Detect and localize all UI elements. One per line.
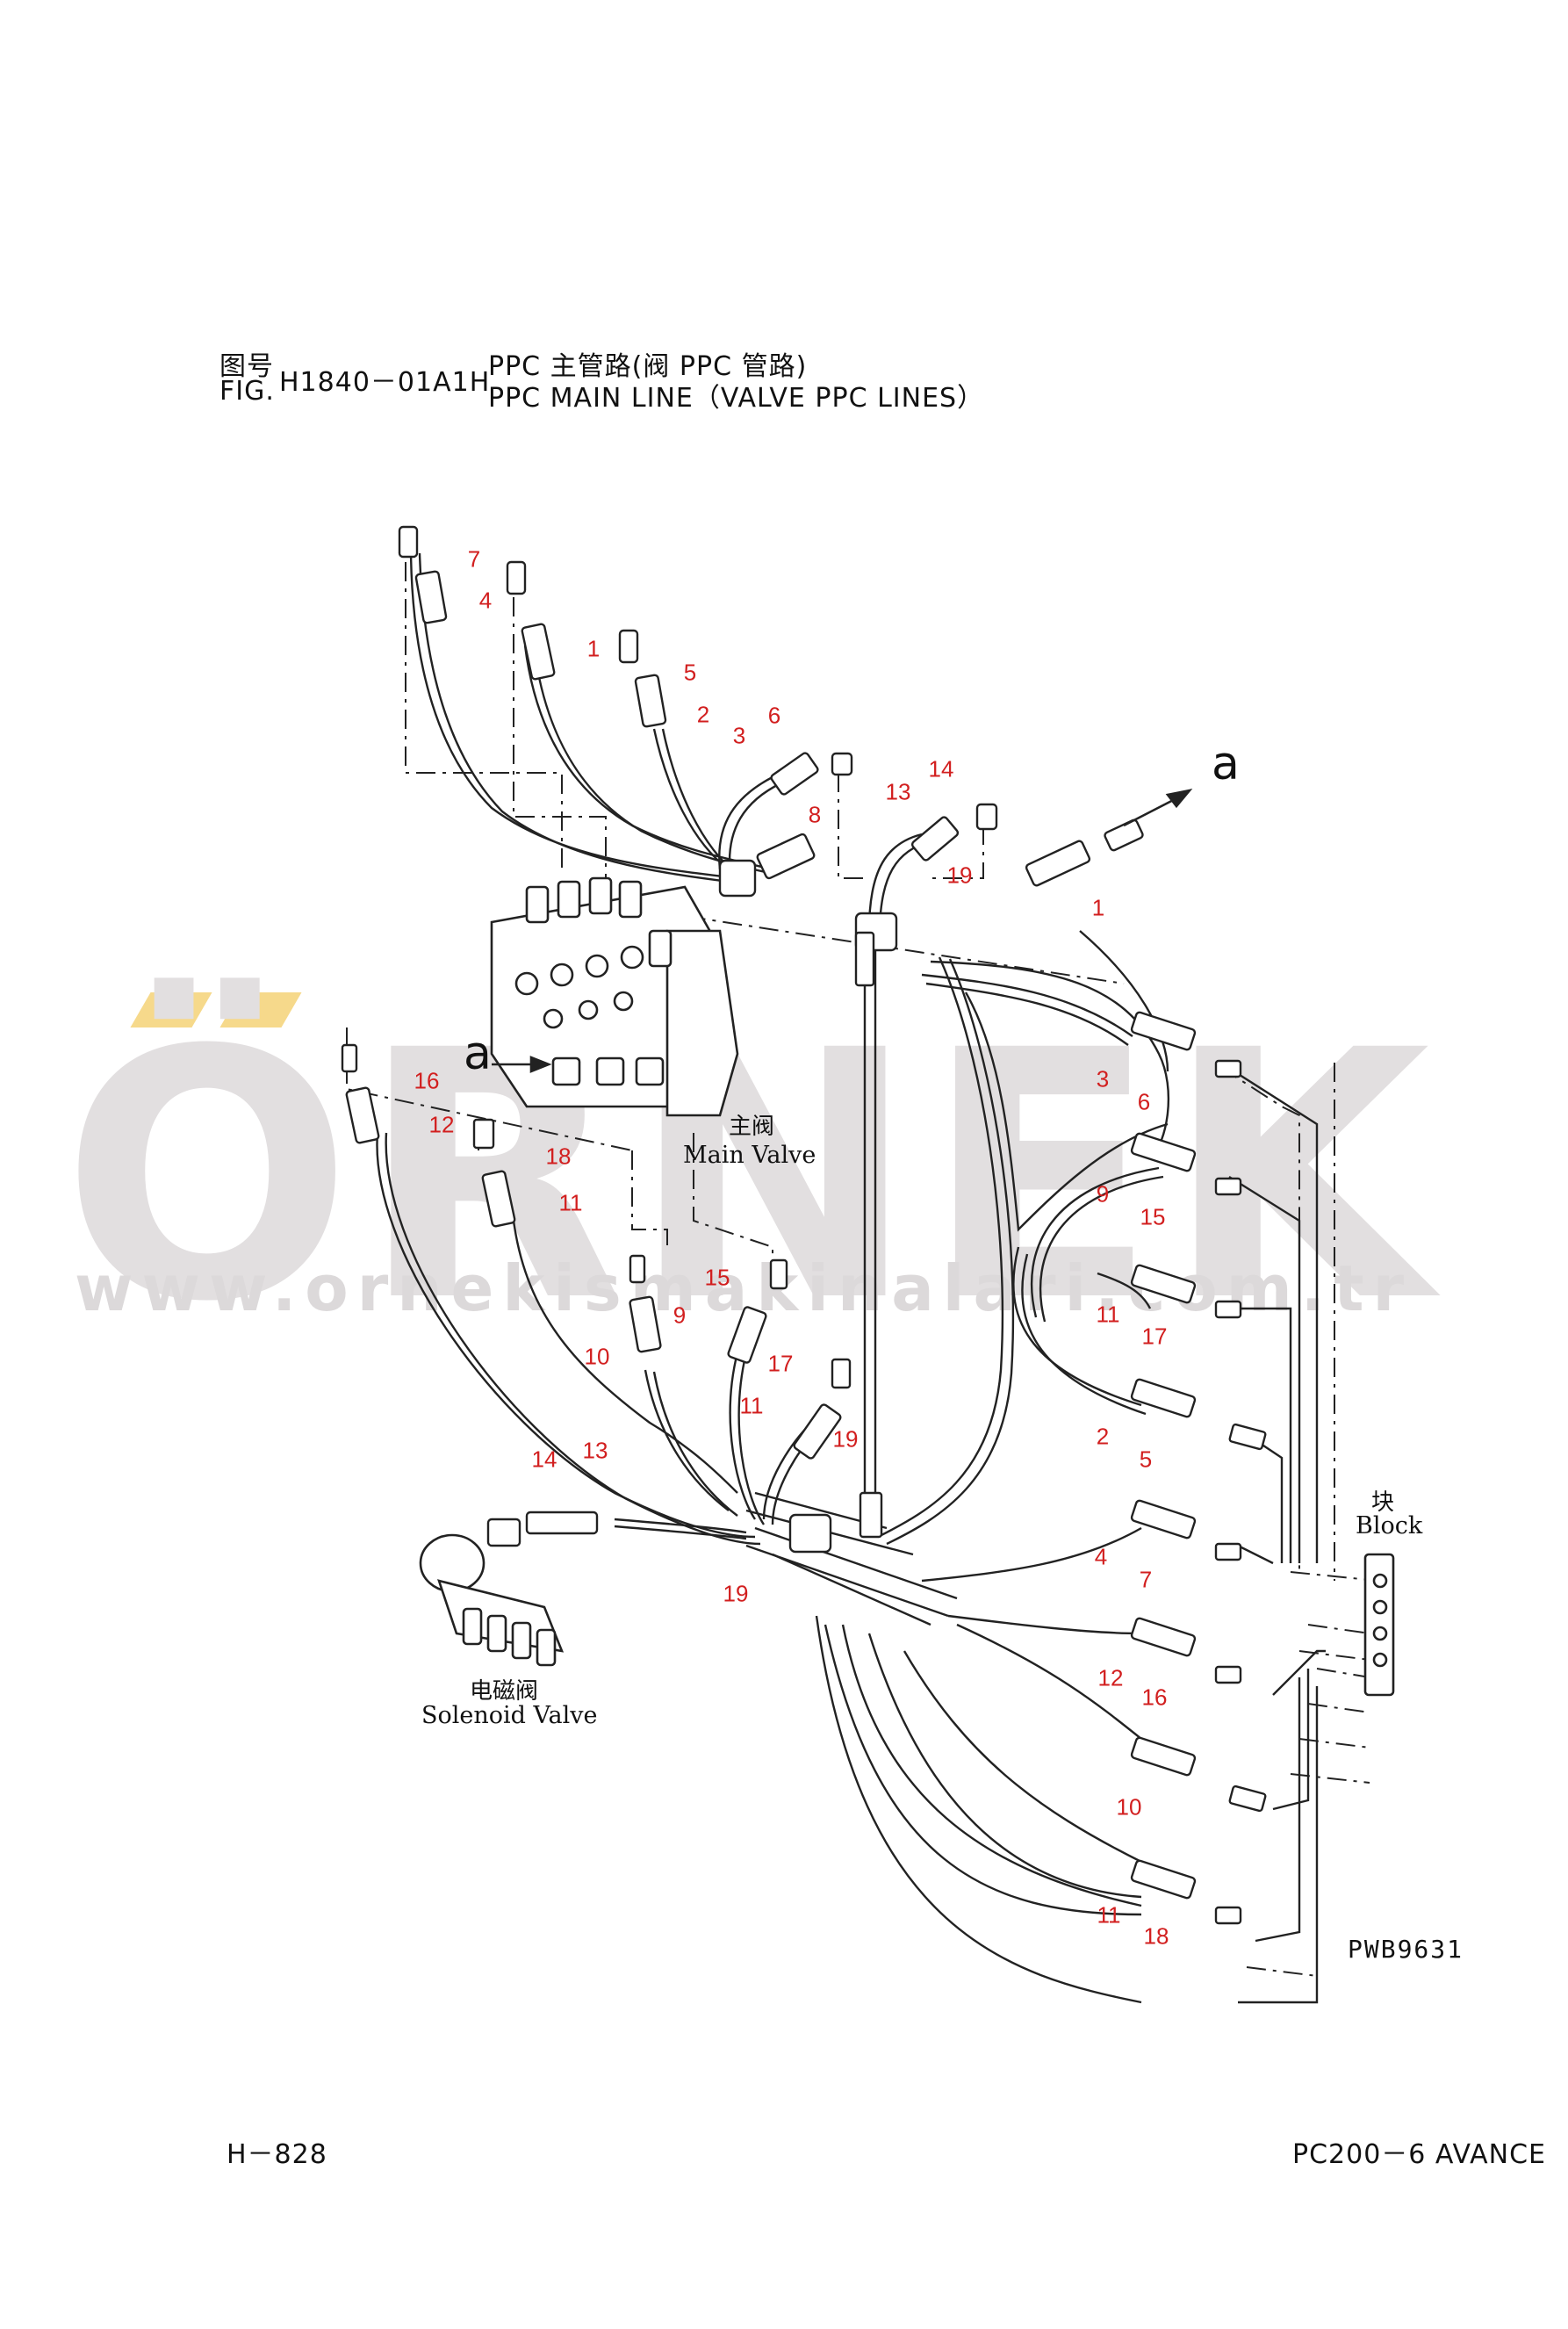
block-en: Block bbox=[1356, 1512, 1423, 1539]
part-label: 7 bbox=[467, 545, 481, 573]
part-label: 17 bbox=[767, 1350, 794, 1377]
part-label: 6 bbox=[1137, 1088, 1151, 1115]
part-label: 3 bbox=[1096, 1065, 1110, 1092]
part-label: 18 bbox=[1143, 1922, 1169, 1950]
part-label: 7 bbox=[1139, 1566, 1153, 1593]
part-label: 1 bbox=[586, 635, 601, 662]
part-label: 11 bbox=[558, 1189, 583, 1216]
solenoid-valve-cn: 电磁阀 bbox=[470, 1678, 539, 1705]
part-label: 8 bbox=[808, 801, 822, 828]
part-label: 19 bbox=[723, 1580, 749, 1607]
part-label: 17 bbox=[1141, 1323, 1168, 1350]
part-label: 5 bbox=[1139, 1446, 1153, 1473]
part-label: 11 bbox=[1097, 1901, 1121, 1929]
part-label: 12 bbox=[428, 1111, 455, 1138]
fig-label-en: FIG. bbox=[219, 376, 275, 407]
part-label: 6 bbox=[767, 702, 781, 729]
part-label: 10 bbox=[584, 1343, 610, 1370]
part-label: 11 bbox=[739, 1392, 764, 1419]
part-label: 1 bbox=[1091, 894, 1105, 921]
part-label: 12 bbox=[1097, 1664, 1124, 1691]
part-label: 10 bbox=[1116, 1793, 1142, 1821]
fig-number: H1840－01A1H bbox=[279, 367, 491, 398]
part-label: 18 bbox=[545, 1143, 572, 1170]
page-number: H－828 bbox=[227, 2139, 327, 2170]
part-label: 3 bbox=[732, 722, 746, 749]
main-valve-cn: 主阀 bbox=[729, 1114, 775, 1140]
fig-label-cn: 图号 bbox=[219, 351, 274, 382]
model-name: PC200－6 AVANCE bbox=[1292, 2139, 1546, 2170]
part-label: 19 bbox=[832, 1425, 859, 1453]
part-label: 14 bbox=[531, 1446, 557, 1473]
part-label: 16 bbox=[1141, 1684, 1168, 1711]
part-label: 15 bbox=[1140, 1203, 1166, 1230]
watermark-word: ÖRNEK bbox=[61, 977, 1437, 1376]
part-label: 16 bbox=[414, 1067, 440, 1094]
main-valve-en: Main Valve bbox=[683, 1142, 816, 1169]
part-label: 4 bbox=[478, 587, 493, 614]
part-label: 9 bbox=[1096, 1180, 1110, 1208]
part-label: 4 bbox=[1094, 1543, 1108, 1570]
block-cn: 块 bbox=[1371, 1489, 1395, 1516]
part-label: 2 bbox=[696, 701, 710, 728]
part-label: 19 bbox=[946, 862, 973, 889]
part-label: 2 bbox=[1096, 1423, 1110, 1450]
solenoid-valve-en: Solenoid Valve bbox=[421, 1702, 598, 1729]
part-label: 13 bbox=[582, 1437, 608, 1464]
title-cn: PPC 主管路(阀 PPC 管路) bbox=[488, 351, 808, 382]
part-label: 13 bbox=[885, 778, 911, 805]
part-label: 14 bbox=[928, 755, 954, 782]
part-label: 15 bbox=[704, 1264, 730, 1291]
part-label: 9 bbox=[673, 1302, 687, 1329]
callout-a-left: a bbox=[464, 1028, 492, 1080]
drawing-code: PWB9631 bbox=[1348, 1935, 1464, 1964]
part-label: 5 bbox=[683, 659, 697, 686]
title-en: PPC MAIN LINE（VALVE PPC LINES） bbox=[488, 383, 985, 414]
part-label: 11 bbox=[1096, 1301, 1120, 1328]
callout-a-top: a bbox=[1212, 738, 1240, 790]
